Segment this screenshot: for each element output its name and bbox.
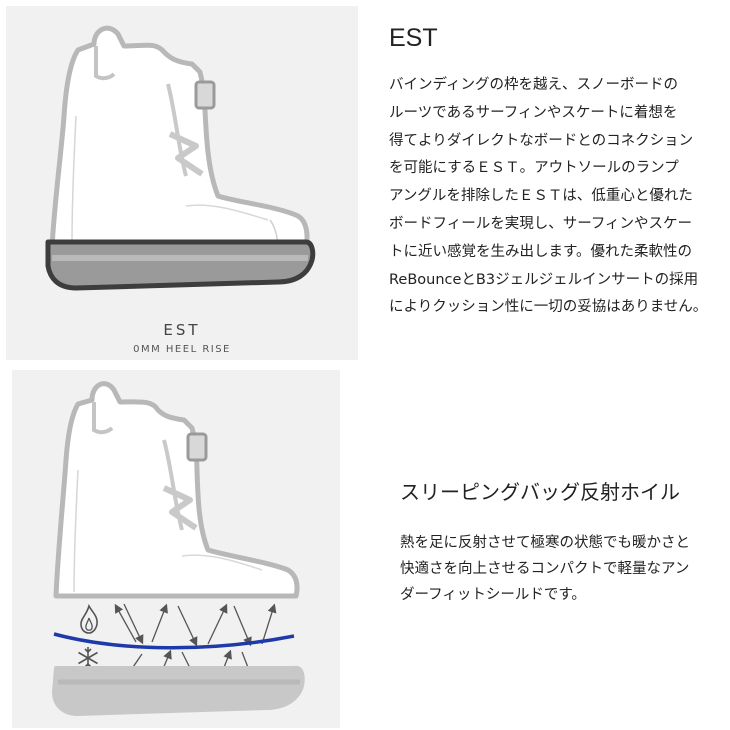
est-boot-illustration-panel: EST 0MM HEEL RISE <box>6 6 358 360</box>
est-boot-illustration <box>45 25 316 291</box>
body-line: 熱を足に反射させて極寒の状態でも暖かさと <box>400 535 690 551</box>
caption-title: EST <box>163 321 201 339</box>
body-line: ボードフィールを実現し、サーフィンやスケー <box>389 215 693 232</box>
body-line: ルーツであるサーフィンやスケートに着想を <box>389 104 678 121</box>
foil-boot-illustration-panel <box>12 370 340 728</box>
section-body-foil: 熱を足に反射させて極寒の状態でも暖かさと 快適さを向上させるコンパクトで軽量なア… <box>400 531 715 608</box>
section-body-est: バインディングの枠を越え、スノーボードの ルーツであるサーフィンやスケートに着想… <box>389 72 724 322</box>
body-line: を可能にするＥＳＴ。アウトソールのランプ <box>389 160 679 177</box>
body-line: 快適さを向上させるコンパクトで軽量なアン <box>400 560 690 577</box>
body-line: 得てよりダイレクトなボードとのコネクション <box>389 132 694 149</box>
snowflake-icon <box>78 647 98 669</box>
caption-subtitle: 0MM HEEL RISE <box>133 344 231 355</box>
flame-icon <box>80 603 98 634</box>
reflective-foil-line <box>53 632 295 650</box>
body-line: トに近い感覚を生み出します。優れた柔軟性の <box>389 243 693 260</box>
body-line: ReBounceとB3ジェルジェルインサートの採用 <box>389 271 699 288</box>
body-line: アングルを排除したＥＳＴは、低重心と優れた <box>389 188 693 205</box>
body-line: によりクッション性に一切の妥協はありません。 <box>389 299 708 316</box>
body-line: バインディングの枠を越え、スノーボードの <box>389 77 678 93</box>
section-heading-foil: スリーピングバッグ反射ホイル <box>400 480 680 504</box>
foil-boot-illustration <box>52 381 305 716</box>
body-line: ダーフィットシールドです。 <box>400 586 586 603</box>
section-heading-est: EST <box>389 24 438 52</box>
